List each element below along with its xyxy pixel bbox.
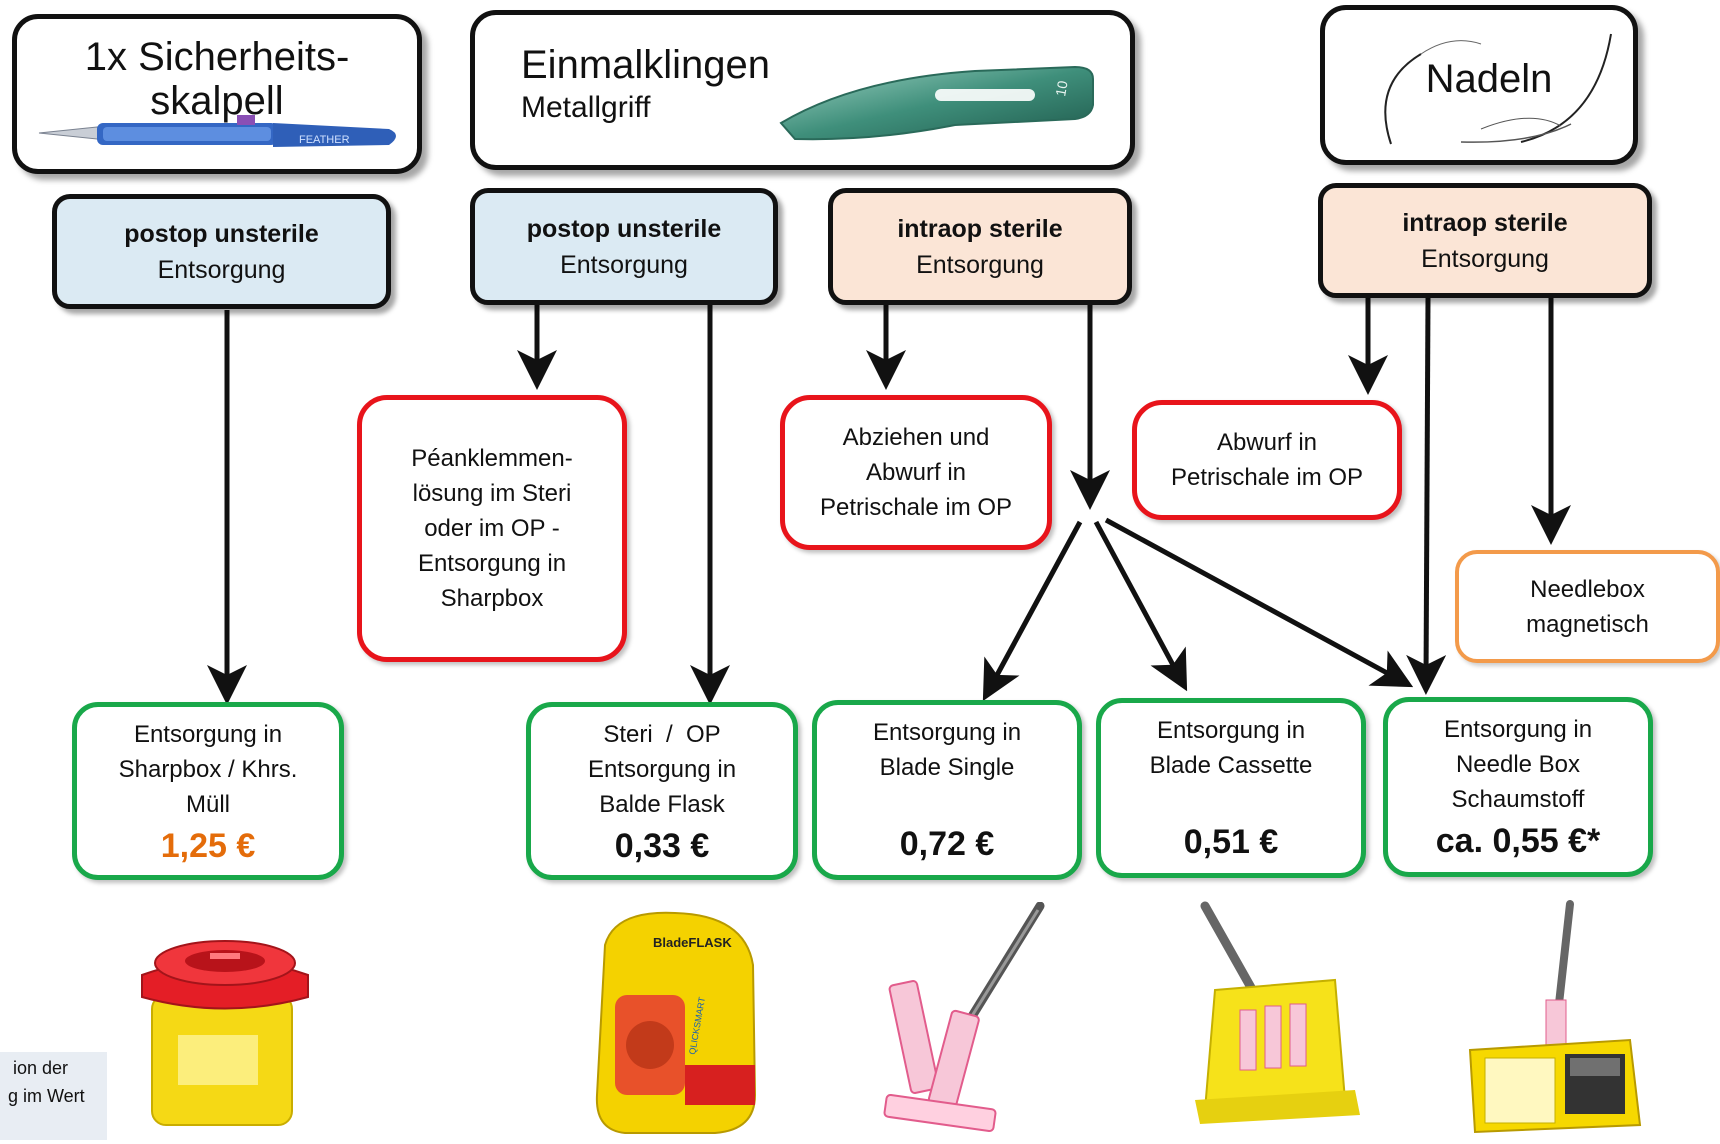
abziehen-line3: Petrischale im OP xyxy=(819,494,1013,521)
scalpel-product-box: 1x Sicherheits- skalpell FEATHER xyxy=(12,14,422,174)
blade-cassette-icon xyxy=(1195,901,1360,1124)
postop2-title: postop unsterile xyxy=(526,214,722,243)
pean-line1: Péanklemmen- xyxy=(411,445,573,472)
arrow-intraop2-needle xyxy=(1406,297,1447,695)
abziehen-method-box: Abziehen und Abwurf in Petrischale im OP xyxy=(780,395,1052,550)
footnote-line2: g im Wert xyxy=(8,1086,85,1106)
needle-box-foam-icon xyxy=(1468,900,1642,1134)
needles-product-box: Nadeln xyxy=(1320,5,1638,165)
footnote: ion der g im Wert xyxy=(0,1052,107,1140)
blade-single-icon xyxy=(883,902,1045,1133)
outcome-needle-box: Entsorgung in Needle Box Schaumstoff ca.… xyxy=(1383,697,1653,877)
needlebox-magnetic-box: Needlebox magnetisch xyxy=(1455,550,1720,663)
footnote-line1: ion der xyxy=(13,1058,69,1078)
intraop-sterile-box-2: intraop sterile Entsorgung xyxy=(1318,183,1652,298)
postop-unsterile-box-1: postop unsterile Entsorgung xyxy=(52,194,391,309)
abziehen-line2: Abwurf in xyxy=(865,459,967,486)
pean-line3: oder im OP - xyxy=(424,515,560,542)
needle-line2: Needle Box xyxy=(1455,751,1581,778)
needlebox-line1: Needlebox xyxy=(1530,575,1645,603)
abwurf-line2: Petrischale im OP xyxy=(1170,464,1364,491)
outcome-blade-flask: Steri / OP Entsorgung in Balde Flask 0,3… xyxy=(526,702,798,880)
scalpel-brand: FEATHER xyxy=(299,134,350,146)
flask-line1: Steri / OP xyxy=(603,721,721,748)
blades-title: Einmalklingen xyxy=(521,43,771,87)
sharpbox-price: 1,25 € xyxy=(160,827,256,865)
bladeflask-label: BladeFLASK xyxy=(653,935,732,950)
intraop2-title: intraop sterile xyxy=(1402,208,1568,237)
single-line1: Entsorgung in xyxy=(872,719,1022,746)
pean-clamp-method-box: Péanklemmen- lösung im Steri oder im OP … xyxy=(357,395,627,662)
postop1-title: postop unsterile xyxy=(124,219,319,248)
scalpel-title-line2: skalpell xyxy=(150,79,284,123)
safety-scalpel-icon: FEATHER xyxy=(38,115,396,147)
arrow-split-needle xyxy=(1104,517,1414,688)
abwurf-method-box: Abwurf in Petrischale im OP xyxy=(1132,400,1402,520)
cassette-line1: Entsorgung in xyxy=(1156,717,1306,744)
blades-subtitle: Metallgriff xyxy=(521,91,651,124)
arrow-split-cassette xyxy=(1093,520,1188,692)
needles-title: Nadeln xyxy=(1425,57,1553,101)
abziehen-line1: Abziehen und xyxy=(842,424,990,451)
suture-needle-icon xyxy=(1384,33,1612,145)
abwurf-line1: Abwurf in xyxy=(1216,429,1318,456)
needle-line3: Schaumstoff xyxy=(1451,786,1585,813)
flask-line2: Entsorgung in xyxy=(587,756,737,783)
cassette-price: 0,51 € xyxy=(1183,823,1279,861)
sharpbox-line3: Müll xyxy=(185,791,230,818)
arrow-split-single xyxy=(982,520,1083,702)
needle-price: ca. 0,55 €* xyxy=(1435,822,1601,860)
surgical-blade-icon: 10 xyxy=(779,65,1094,141)
scalpel-title-line1: 1x Sicherheits- xyxy=(84,35,350,79)
sharpbox-line2: Sharpbox / Khrs. xyxy=(118,756,298,783)
flask-line3: Balde Flask xyxy=(599,791,725,818)
outcome-sharpbox: Entsorgung in Sharpbox / Khrs. Müll 1,25… xyxy=(72,702,344,880)
needlebox-line2: magnetisch xyxy=(1526,610,1649,638)
sharps-container-icon xyxy=(141,940,309,1126)
postop-unsterile-box-2: postop unsterile Entsorgung xyxy=(470,188,778,305)
blades-product-box: Einmalklingen Metallgriff 10 xyxy=(470,10,1135,170)
blade-number: 10 xyxy=(1052,79,1070,97)
intraop2-text: Entsorgung xyxy=(1421,244,1549,273)
pean-line2: lösung im Steri xyxy=(412,480,572,507)
pean-line4: Entsorgung in xyxy=(417,550,567,577)
intraop-sterile-box-1: intraop sterile Entsorgung xyxy=(828,188,1132,305)
single-price: 0,72 € xyxy=(899,825,995,863)
outcome-blade-cassette: Entsorgung in Blade Cassette 0,51 € xyxy=(1096,698,1366,878)
sharpbox-line1: Entsorgung in xyxy=(133,721,283,748)
postop1-text: Entsorgung xyxy=(157,255,286,284)
postop2-text: Entsorgung xyxy=(560,250,688,279)
pean-line5: Sharpbox xyxy=(440,585,544,612)
outcome-blade-single: Entsorgung in Blade Single 0,72 € xyxy=(812,700,1082,880)
intraop1-title: intraop sterile xyxy=(897,214,1063,243)
cassette-line2: Blade Cassette xyxy=(1149,752,1313,779)
intraop1-text: Entsorgung xyxy=(916,250,1044,279)
blade-flask-icon: BladeFLASK QLICKSMART xyxy=(595,911,757,1134)
single-line2: Blade Single xyxy=(879,754,1015,781)
needle-line1: Entsorgung in xyxy=(1443,716,1593,743)
flask-price: 0,33 € xyxy=(614,827,710,865)
